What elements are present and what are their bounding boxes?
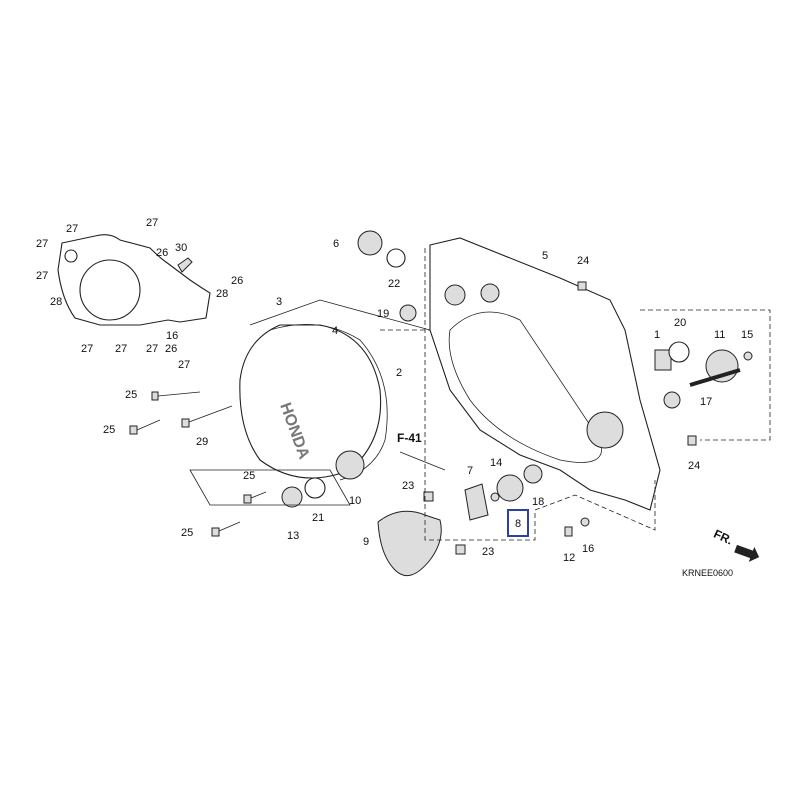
label-27: 27 bbox=[146, 343, 158, 355]
seal-8 bbox=[496, 474, 524, 502]
label-24: 24 bbox=[688, 460, 700, 472]
cover-port bbox=[480, 283, 500, 303]
cover-port bbox=[444, 284, 466, 306]
cover-boss bbox=[335, 450, 365, 480]
label-7: 7 bbox=[467, 465, 473, 477]
label-10: 10 bbox=[349, 495, 361, 507]
right-crankcase-cover-5 bbox=[429, 237, 661, 511]
bolt-25b bbox=[129, 419, 161, 435]
label-16: 16 bbox=[582, 543, 594, 555]
label-27: 27 bbox=[81, 343, 93, 355]
label-27: 27 bbox=[36, 238, 48, 250]
label-22: 22 bbox=[388, 278, 400, 290]
label-25: 25 bbox=[125, 389, 137, 401]
label-21: 21 bbox=[312, 512, 324, 524]
washer-15 bbox=[743, 351, 753, 361]
o-ring-22 bbox=[386, 248, 406, 268]
label-27: 27 bbox=[146, 217, 158, 229]
label-28: 28 bbox=[50, 296, 62, 308]
label-27: 27 bbox=[36, 270, 48, 282]
label-25: 25 bbox=[181, 527, 193, 539]
highlight-box-part-8[interactable] bbox=[507, 509, 529, 537]
label-4: 4 bbox=[332, 325, 338, 337]
bushing-1 bbox=[654, 349, 672, 371]
label-27: 27 bbox=[66, 223, 78, 235]
label-30: 30 bbox=[175, 242, 187, 254]
bolt-25c bbox=[243, 491, 267, 504]
label-3: 3 bbox=[276, 296, 282, 308]
label-27: 27 bbox=[115, 343, 127, 355]
gasket-opening bbox=[79, 259, 141, 321]
washer-16 bbox=[580, 517, 590, 527]
label-5: 5 bbox=[542, 250, 548, 262]
label-27: 27 bbox=[178, 359, 190, 371]
bolt-25a bbox=[151, 391, 201, 401]
gasket-hole bbox=[64, 249, 78, 263]
label-23: 23 bbox=[402, 480, 414, 492]
label-26: 26 bbox=[231, 275, 243, 287]
label-6: 6 bbox=[333, 238, 339, 250]
front-arrow-icon bbox=[734, 544, 760, 562]
dowel-24b bbox=[687, 435, 697, 446]
label-16: 16 bbox=[166, 330, 178, 342]
o-ring-21 bbox=[304, 477, 326, 499]
label-2: 2 bbox=[396, 367, 402, 379]
cover-bore bbox=[586, 411, 624, 449]
cover-inner bbox=[448, 311, 602, 463]
label-15: 15 bbox=[741, 329, 753, 341]
label-12: 12 bbox=[563, 552, 575, 564]
label-18: 18 bbox=[532, 496, 544, 508]
washer-14 bbox=[490, 492, 500, 502]
label-14: 14 bbox=[490, 457, 502, 469]
label-20: 20 bbox=[674, 317, 686, 329]
label-25: 25 bbox=[103, 424, 115, 436]
label-29: 29 bbox=[196, 436, 208, 448]
bolt-29 bbox=[181, 405, 233, 428]
impeller-7 bbox=[464, 483, 489, 521]
label-26: 26 bbox=[156, 247, 168, 259]
pump-cover-9 bbox=[377, 510, 442, 577]
label-1: 1 bbox=[654, 329, 660, 341]
label-17: 17 bbox=[700, 396, 712, 408]
dowel-23b bbox=[455, 544, 466, 555]
bearing-17 bbox=[663, 391, 681, 409]
leader bbox=[189, 469, 351, 506]
label-13: 13 bbox=[287, 530, 299, 542]
label-24: 24 bbox=[577, 255, 589, 267]
dowel-23a bbox=[423, 491, 434, 502]
plug-13 bbox=[281, 486, 303, 508]
bolt-25d bbox=[211, 521, 241, 537]
leader bbox=[249, 299, 431, 331]
label-28: 28 bbox=[216, 288, 228, 300]
seal-19 bbox=[399, 304, 417, 322]
dowel-24 bbox=[577, 281, 587, 291]
group-boundary bbox=[424, 248, 656, 541]
seal-18 bbox=[523, 464, 543, 484]
bolt-12 bbox=[564, 526, 573, 537]
clutch-cover-3 bbox=[239, 324, 382, 479]
label-25: 25 bbox=[243, 470, 255, 482]
filler-cap-6 bbox=[357, 230, 383, 256]
label-26: 26 bbox=[165, 343, 177, 355]
gasket-4 bbox=[269, 324, 388, 481]
diagram-code: KRNEE0600 bbox=[682, 568, 733, 578]
label-11: 11 bbox=[714, 329, 725, 341]
shaft-11 bbox=[689, 368, 741, 387]
label-9: 9 bbox=[363, 536, 369, 548]
leader bbox=[640, 309, 771, 441]
front-direction-label: FR. bbox=[711, 527, 734, 548]
label-23: 23 bbox=[482, 546, 494, 558]
o-ring-20 bbox=[668, 341, 690, 363]
label-19: 19 bbox=[377, 308, 389, 320]
leader bbox=[399, 451, 446, 471]
hose-fitting-30 bbox=[177, 257, 193, 273]
reference-link-f41[interactable]: F-41 bbox=[397, 431, 422, 445]
label-8[interactable]: 8 bbox=[515, 518, 521, 530]
